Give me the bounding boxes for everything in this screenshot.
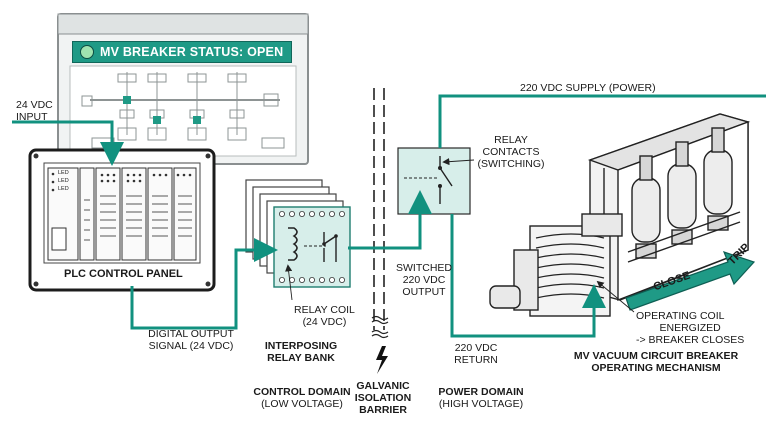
interposing-line-1: INTERPOSING [264, 340, 338, 352]
galvanic-line-3: BARRIER [359, 404, 407, 416]
input-24vdc-line-2: INPUT [16, 111, 48, 123]
power-domain-title: POWER DOMAIN [438, 386, 524, 398]
supply-220vdc-label: 220 VDC SUPPLY (POWER) [520, 82, 656, 94]
input-24vdc-line-1: 24 VDC [16, 99, 53, 111]
led-label-3: LED [58, 186, 69, 192]
operating-coil-line-3: -> BREAKER CLOSES [636, 334, 745, 346]
operating-coil-label: OPERATING COIL ENERGIZED -> BREAKER CLOS… [636, 310, 744, 346]
galvanic-line-1: GALVANIC [356, 380, 410, 392]
switched-output-line-3: OUTPUT [402, 286, 446, 298]
signal-wiring [12, 94, 766, 338]
power-domain-label: POWER DOMAIN (HIGH VOLTAGE) [426, 386, 536, 410]
relay-contacts-box [397, 147, 475, 215]
return-line-1: 220 VDC [454, 342, 498, 354]
switched-output-line-2: 220 VDC [402, 274, 446, 286]
relay-coil-line-2: (24 VDC) [302, 316, 347, 328]
digital-output-line-2: SIGNAL (24 VDC) [148, 340, 234, 352]
switched-output-line-1: SWITCHED [396, 262, 452, 274]
close-trip-arrow [625, 251, 756, 311]
operating-coil-line-2: ENERGIZED [659, 322, 721, 334]
interposing-line-2: RELAY BANK [267, 352, 335, 364]
relay-contacts-line-1: RELAY [494, 134, 528, 146]
plc-panel-title: PLC CONTROL PANEL [64, 268, 183, 280]
status-banner-text: MV BREAKER STATUS: OPEN [100, 45, 284, 59]
return-220vdc-label: 220 VDC RETURN [446, 342, 506, 366]
interposing-relay-label: INTERPOSING RELAY BANK [246, 340, 356, 364]
leader-lines [285, 264, 635, 313]
led-label-2: LED [58, 178, 69, 184]
return-line-2: RETURN [454, 354, 498, 366]
power-domain-subtitle: (HIGH VOLTAGE) [438, 398, 524, 410]
control-domain-title: CONTROL DOMAIN [253, 386, 351, 398]
breaker-title-line-1: MV VACUUM CIRCUIT BREAKER [573, 350, 739, 362]
relay-contacts-label: RELAY CONTACTS (SWITCHING) [470, 134, 552, 170]
input-24vdc-label: 24 VDC INPUT [16, 99, 53, 123]
breaker-title-line-2: OPERATING MECHANISM [591, 362, 721, 374]
relay-contacts-line-2: CONTACTS [482, 146, 540, 158]
relay-coil-line-1: RELAY COIL [294, 304, 355, 316]
relay-coil-label: RELAY COIL (24 VDC) [294, 304, 355, 328]
switched-output-label: SWITCHED 220 VDC OUTPUT [388, 262, 460, 298]
hmi-status-banner: MV BREAKER STATUS: OPEN [72, 41, 292, 63]
interposing-relay-bank [245, 179, 351, 288]
operating-coil-line-1: OPERATING COIL [636, 310, 725, 322]
plc-panel [28, 148, 216, 292]
isolation-barrier [371, 88, 389, 374]
control-domain-subtitle: (LOW VOLTAGE) [261, 398, 343, 410]
galvanic-isolation-label: GALVANIC ISOLATION BARRIER [348, 380, 418, 416]
led-label-1: LED [58, 170, 69, 176]
control-domain-label: CONTROL DOMAIN (LOW VOLTAGE) [246, 386, 358, 410]
relay-contacts-line-3: (SWITCHING) [477, 158, 545, 170]
digital-output-line-1: DIGITAL OUTPUT [148, 328, 234, 340]
galvanic-line-2: ISOLATION [354, 392, 412, 404]
status-indicator-icon [80, 45, 94, 59]
hmi-single-line-diagram [81, 72, 285, 149]
breaker-title: MV VACUUM CIRCUIT BREAKER OPERATING MECH… [566, 350, 746, 374]
digital-output-label: DIGITAL OUTPUT SIGNAL (24 VDC) [136, 328, 246, 352]
hmi-monitor [57, 13, 309, 165]
